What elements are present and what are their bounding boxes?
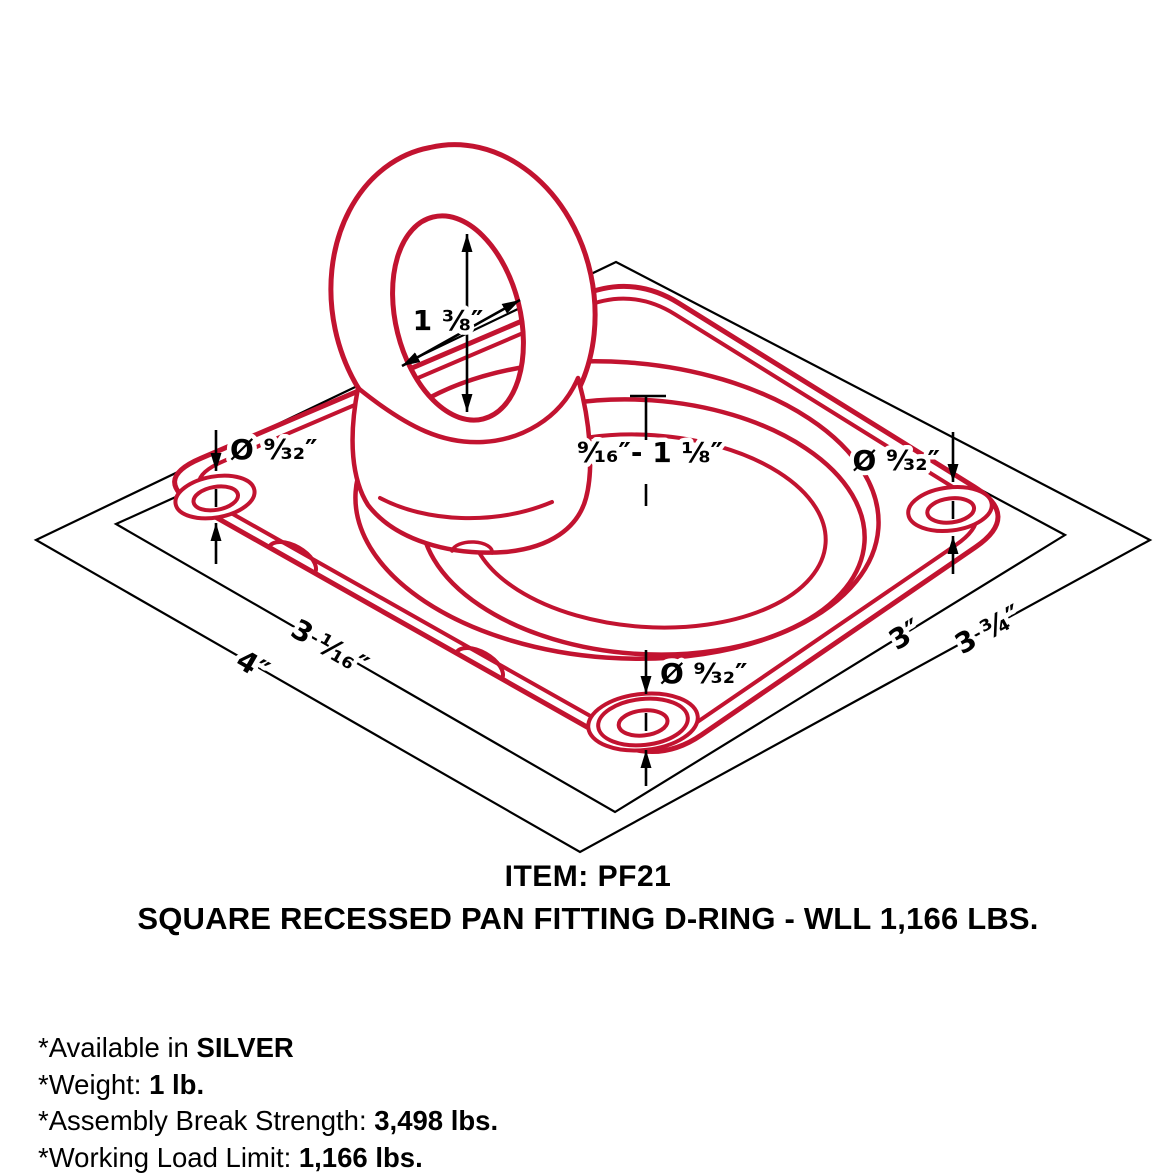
dim-outer-width-left: 4″	[231, 643, 275, 688]
dim-hole-bottom: Ø ⁹⁄₃₂″	[660, 657, 748, 690]
plate-foot-left	[267, 539, 318, 575]
dim-hole-spacing-right: 3″	[883, 612, 928, 657]
arrow-ring-diagonal	[401, 298, 521, 368]
caption-block: ITEM: PF21 SQUARE RECESSED PAN FITTING D…	[0, 860, 1176, 937]
spec-break-strength: *Assembly Break Strength: 3,498 lbs.	[38, 1107, 498, 1135]
pan-fitting-outline	[172, 142, 1001, 755]
spec-value: 1,166 lbs.	[298, 1141, 423, 1173]
hole-bottom	[586, 691, 700, 753]
ring-base-front-edge	[378, 496, 554, 521]
spec-label: *Assembly Break Strength:	[38, 1105, 375, 1136]
dim-outer-width-right: 3 ¾″	[949, 598, 1027, 661]
technical-drawing: 1 ⅜″ ⁹⁄₁₆″- 1 ⅛″ Ø ⁹⁄₃₂″ Ø ⁹⁄₃₂″ Ø ⁹⁄₃₂″…	[33, 142, 1153, 854]
dim-ring-inner-width: 1 ⅜″	[413, 304, 484, 337]
dim-hole-spacing-left: 3 ¹⁄₁₆″	[285, 612, 374, 682]
hole-top-right	[906, 485, 994, 533]
recess-rim	[353, 358, 881, 662]
spec-value: 3,498 lbs.	[374, 1105, 499, 1136]
spec-label: *Weight:	[38, 1068, 150, 1100]
dim-recess-depth: ⁹⁄₁₆″- 1 ⅛″	[577, 436, 723, 469]
spec-available: *Available in SILVER	[38, 1034, 498, 1062]
spec-value: 1 lb.	[149, 1068, 205, 1100]
item-number: ITEM: PF21	[504, 860, 672, 893]
spec-label: *Working Load Limit:	[38, 1141, 299, 1173]
dim-hole-top-left: Ø ⁹⁄₃₂″	[230, 433, 318, 466]
dim-hole-top-right: Ø ⁹⁄₃₂″	[852, 444, 940, 477]
plate-foot-right	[454, 645, 505, 681]
spec-weight: *Weight: 1 lb.	[38, 1068, 498, 1100]
ring-base-boss	[450, 540, 494, 555]
spec-label: *Available in	[38, 1032, 197, 1063]
spec-working-load-limit: *Working Load Limit: 1,166 lbs.	[38, 1141, 498, 1173]
product-title: SQUARE RECESSED PAN FITTING D-RING - WLL…	[137, 901, 1039, 936]
spec-value: SILVER	[196, 1032, 294, 1063]
product-specs: *Available in SILVER *Weight: 1 lb. *Ass…	[38, 1034, 498, 1176]
